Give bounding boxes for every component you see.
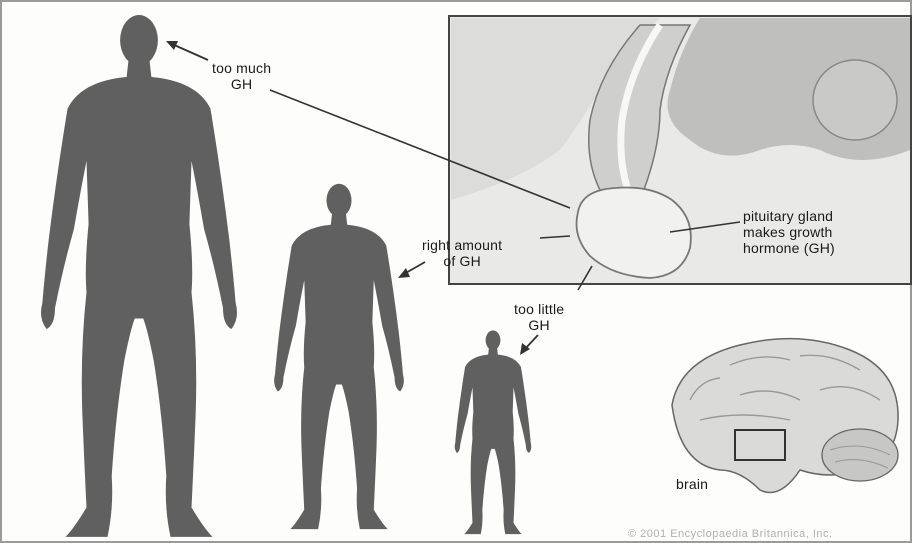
brain-illustration <box>672 339 898 493</box>
pituitary-inset <box>449 16 911 284</box>
tall-person-silhouette <box>41 15 237 537</box>
normal-person-silhouette <box>274 184 404 529</box>
label-brain: brain <box>676 476 708 492</box>
copyright-notice: © 2001 Encyclopaedia Britannica, Inc. <box>628 526 833 542</box>
arrow-right-amount-head <box>398 268 410 278</box>
arrow-too-much <box>172 44 208 60</box>
short-person-silhouette <box>455 330 532 534</box>
